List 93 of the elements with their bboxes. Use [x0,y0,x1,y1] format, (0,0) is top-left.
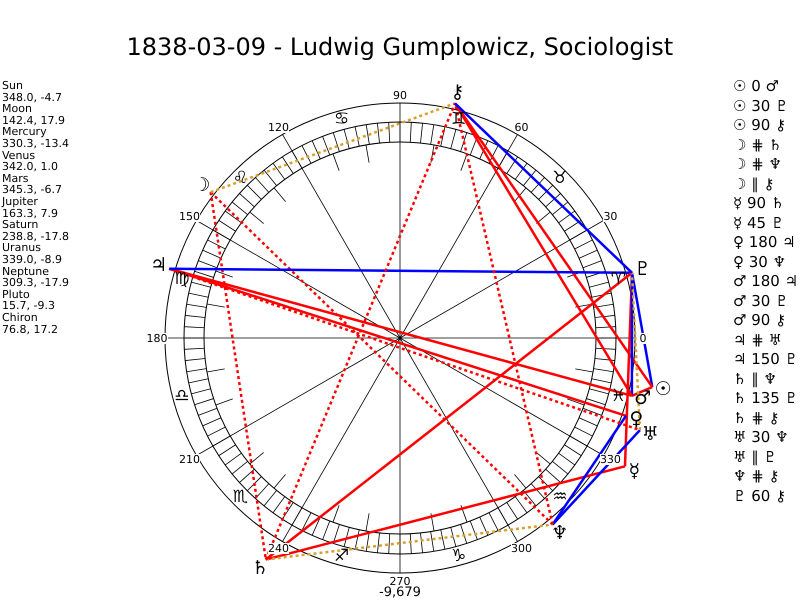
chart-value-text: -9,679 [379,586,421,598]
planet-glyph: ☽ [193,176,210,195]
aspect-table-row: ☿ 45 ♇ [733,216,784,230]
aspect-table-row: ♄ ⋕ ⚷ [733,410,780,426]
position-value-text: 345.3, -6.7 [2,184,62,196]
aspect-line [209,192,268,560]
degree-label: 210 [179,454,200,465]
chart-title: 1838-03-09 - Ludwig Gumplowicz, Sociologist [126,35,674,59]
zodiac-sign-glyph: ♎ [174,388,190,405]
planet-glyph: ♅ [642,424,659,444]
planet-name-text: Uranus [2,242,41,254]
aspect-table-row: ♂ 180 ♃ [733,274,798,289]
aspect-line [630,272,634,396]
degree-label: 120 [268,122,289,134]
zodiac-sign-glyph: ♍ [174,271,190,288]
degree-label: 90 [393,90,407,100]
zodiac-sign-glyph: ♊ [450,111,466,128]
planet-glyph: ♆ [551,524,568,542]
degree-label: 240 [268,542,289,554]
position-value-text: 309.3, -17.9 [2,277,69,288]
planet-glyph: ♇ [634,260,652,280]
aspect-table-row: ☽ ∥ ⚷ [733,176,774,192]
aspect-table-row: ♅ 30 ♆ [733,430,789,445]
planet-name-text: Mars [2,172,28,184]
degree-label: 330 [600,454,621,465]
aspect-table-row: ♇ 60 ⚷ [733,488,786,504]
zodiac-sign-glyph: ♒ [552,489,568,506]
position-value-text: 342.0, 1.0 [2,161,58,172]
planet-name-text: Moon [2,103,32,114]
aspect-table-row: ♄ ∥ ♆ [733,372,777,386]
aspect-line [630,272,654,388]
aspect-line [169,268,632,274]
aspect-table-row: ♂ 90 ⚷ [733,313,786,328]
aspect-table-row: ♀ 180 ♃ [733,235,796,250]
planet-name-text: Neptune [2,266,50,277]
position-value-text: 238.8, -17.8 [2,230,69,242]
aspect-table-row: ♃ ⋕ ♅ [733,332,782,348]
aspect-line [630,272,642,430]
degree-label: 30 [603,211,618,222]
aspect-table-row: ♆ ⋕ ⚷ [733,469,780,484]
planet-name-text: Pluto [2,288,30,300]
aspect-line [210,102,456,194]
aspect-line [264,102,456,560]
planet-name-text: Chiron [2,312,38,323]
aspect-table-row: ☿ 90 ♄ [733,196,784,211]
position-value-text: 76.8, 17.2 [2,324,58,335]
degree-label: 300 [511,542,532,554]
planet-glyph: ☿ [628,462,640,482]
planet-name-text: Jupiter [2,196,38,207]
zodiac-sign-glyph: ♑ [450,548,466,565]
aspect-line [631,386,653,397]
aspect-table-row: ♂ 30 ♇ [733,294,789,308]
aspect-table-row: ♄ 135 ♇ [733,391,798,406]
aspect-table-row: ☽ ⋕ ♄ [733,138,782,152]
aspect-line [552,429,641,526]
position-value-text: 348.0, -4.7 [2,92,62,103]
degree-label: 180 [146,332,168,344]
zodiac-sign-glyph: ♉ [552,170,568,187]
aspect-line [265,272,633,561]
aspect-table-row: ☽ ⋕ ♆ [733,157,782,172]
position-value-text: 330.3, -13.4 [2,138,69,149]
aspect-table-row: ☉ 90 ⚷ [733,118,786,133]
degree-label: 60 [514,122,528,134]
planet-name-text: Mercury [2,126,47,138]
position-value-text: 142.4, 17.9 [2,114,65,126]
planet-name-text: Venus [2,150,36,161]
aspect-table-row: ☉ 0 ♂ [733,79,779,94]
planet-name-text: Sun [2,80,23,91]
position-value-text: 15.7, -9.3 [2,300,55,312]
position-value-text: 339.0, -8.9 [2,254,62,265]
planet-glyph: ♂ [634,388,652,408]
zodiac-sign-glyph: ♐ [334,548,350,565]
aspect-table-row: ♀ 30 ♆ [733,254,786,270]
planet-glyph: ♃ [150,256,168,276]
planet-glyph: ☉ [654,380,672,399]
degree-label: 270 [390,576,410,586]
planet-glyph: ♄ [252,559,269,578]
zodiac-sign-glyph: ♋ [334,111,350,128]
aspect-line [266,523,553,561]
degree-label: 0 [640,332,646,344]
planet-name-text: Saturn [2,219,38,230]
planet-glyph: ⚷ [450,83,464,102]
aspect-table-row: ☉ 30 ♇ [733,98,789,114]
aspect-line [454,102,633,274]
position-value-text: 163.3, 7.9 [2,208,58,219]
zodiac-sign-glyph: ♌ [232,170,248,187]
aspect-table-row: ♃ 150 ♇ [733,352,798,367]
planet-glyph: ♀ [629,410,644,429]
aspect-line [210,191,554,526]
degree-label: 150 [179,211,200,222]
aspect-line [454,103,554,525]
aspect-table-row: ♅ ∥ ♇ [733,450,777,464]
zodiac-sign-glyph: ♏ [232,489,248,506]
